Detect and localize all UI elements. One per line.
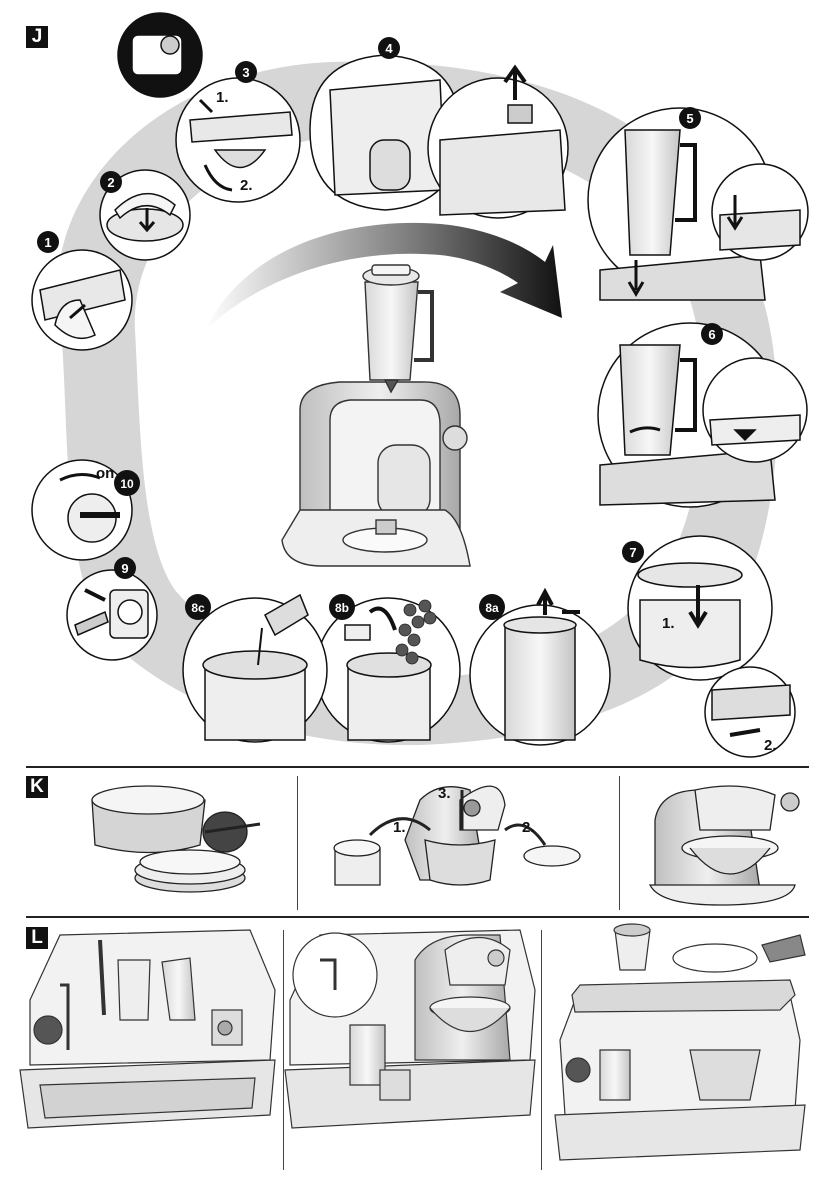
step7-sublabel-1: 1.: [662, 615, 675, 632]
step-label-2: 2: [107, 175, 114, 190]
step7-sublabel-2: 2.: [764, 737, 777, 754]
step-label-5: 5: [686, 111, 693, 126]
step-circle-5: [588, 108, 808, 300]
step-label-4: 4: [385, 41, 393, 56]
k-step-label-2: 2.: [522, 819, 535, 836]
step-label-8b: 8b: [335, 601, 349, 615]
step-label-6: 6: [708, 327, 715, 342]
step3-sublabel-2: 2.: [240, 177, 253, 194]
step-label-7: 7: [629, 545, 636, 560]
step-label-1: 1: [44, 235, 51, 250]
step-3-inset: [118, 13, 202, 97]
step-circle-8b: [316, 598, 460, 742]
step-label-9: 9: [121, 561, 128, 576]
k-step-label-3: 3.: [438, 785, 451, 802]
k-panel-3: [650, 786, 799, 905]
k-panel-2: [334, 786, 580, 885]
step-circle-9: [67, 570, 157, 660]
l-panel-2: [285, 930, 535, 1128]
switch-on-label: on: [96, 465, 114, 482]
step-circle-3: [176, 78, 300, 202]
l-panel-3: [555, 924, 805, 1160]
step-label-8c: 8c: [191, 601, 205, 615]
k-step-label-1: 1.: [393, 819, 406, 836]
step-label-10: 10: [120, 477, 134, 491]
step-label-8a: 8a: [485, 601, 499, 615]
step-circle-1: [32, 250, 132, 350]
step3-sublabel-1: 1.: [216, 89, 229, 106]
k-panel-1: [92, 786, 260, 892]
step-label-3: 3: [242, 65, 249, 80]
l-panel-1: [20, 930, 275, 1128]
step-circle-6: [598, 323, 807, 507]
step-circle-7: [628, 536, 795, 757]
